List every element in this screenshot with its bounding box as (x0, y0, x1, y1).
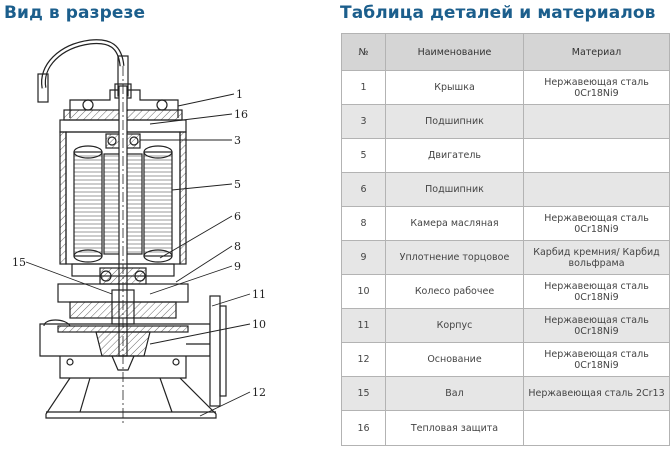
row-number: 5 (341, 138, 386, 173)
table-header-row: № Наименование Материал (341, 33, 670, 71)
table-row: 15 Вал Нержавеющая сталь 2Cr13 (341, 376, 670, 411)
row-material: Нержавеющая сталь 0Cr18Ni9 (523, 342, 670, 377)
row-material: Нержавеющая сталь 0Cr18Ni9 (523, 70, 670, 105)
callout-11: 11 (252, 288, 266, 301)
row-number: 15 (341, 376, 386, 411)
callout-6: 6 (234, 210, 241, 223)
table-row: 9 Уплотнение торцовое Карбид кремния/ Ка… (341, 240, 670, 275)
parts-materials-table: № Наименование Материал 1 Крышка Нержаве… (341, 33, 670, 446)
row-name: Двигатель (385, 138, 524, 173)
parts-table-title: Таблица деталей и материалов (340, 3, 656, 23)
callout-9: 9 (234, 260, 241, 273)
row-name: Уплотнение торцовое (385, 240, 524, 275)
row-name: Подшипник (385, 172, 524, 207)
row-number: 3 (341, 104, 386, 139)
callout-1: 1 (236, 88, 243, 101)
row-material: Нержавеющая сталь 0Cr18Ni9 (523, 308, 670, 343)
row-number: 12 (341, 342, 386, 377)
table-row: 5 Двигатель (341, 138, 670, 173)
row-number: 8 (341, 206, 386, 241)
row-number: 11 (341, 308, 386, 343)
row-number: 10 (341, 274, 386, 309)
row-name: Корпус (385, 308, 524, 343)
callout-10: 10 (252, 318, 266, 331)
cross-section-title: Вид в разрезе (4, 3, 146, 23)
row-name: Камера масляная (385, 206, 524, 241)
row-name: Вал (385, 376, 524, 411)
row-name: Колесо рабочее (385, 274, 524, 309)
table-row: 10 Колесо рабочее Нержавеющая сталь 0Cr1… (341, 274, 670, 309)
table-row: 11 Корпус Нержавеющая сталь 0Cr18Ni9 (341, 308, 670, 343)
header-name: Наименование (385, 33, 524, 71)
row-material (523, 138, 670, 173)
table-row: 1 Крышка Нержавеющая сталь 0Cr18Ni9 (341, 70, 670, 105)
pump-cross-section-diagram: 1 16 3 5 6 8 9 15 11 10 12 (12, 39, 266, 426)
row-material (523, 104, 670, 139)
row-number: 1 (341, 70, 386, 105)
row-material (523, 410, 670, 446)
table-row: 3 Подшипник (341, 104, 670, 139)
cable-connector-icon (37, 73, 49, 103)
row-material: Нержавеющая сталь 0Cr18Ni9 (523, 274, 670, 309)
callout-5: 5 (234, 178, 241, 191)
row-material: Карбид кремния/ Карбид вольфрама (523, 240, 670, 275)
table-row: 12 Основание Нержавеющая сталь 0Cr18Ni9 (341, 342, 670, 377)
table-row: 8 Камера масляная Нержавеющая сталь 0Cr1… (341, 206, 670, 241)
row-name: Тепловая защита (385, 410, 524, 446)
row-name: Крышка (385, 70, 524, 105)
callout-16: 16 (234, 108, 248, 121)
row-material (523, 172, 670, 207)
row-number: 9 (341, 240, 386, 275)
callout-8: 8 (234, 240, 241, 253)
callout-3: 3 (234, 134, 241, 147)
row-name: Основание (385, 342, 524, 377)
header-material: Материал (523, 33, 670, 71)
table-row: 6 Подшипник (341, 172, 670, 207)
row-name: Подшипник (385, 104, 524, 139)
row-material: Нержавеющая сталь 2Cr13 (523, 376, 670, 411)
table-row: 16 Тепловая защита (341, 410, 670, 446)
row-number: 6 (341, 172, 386, 207)
callout-15: 15 (12, 256, 26, 269)
callout-12: 12 (252, 386, 266, 399)
row-material: Нержавеющая сталь 0Cr18Ni9 (523, 206, 670, 241)
row-number: 16 (341, 410, 386, 446)
header-number: № (341, 33, 386, 71)
